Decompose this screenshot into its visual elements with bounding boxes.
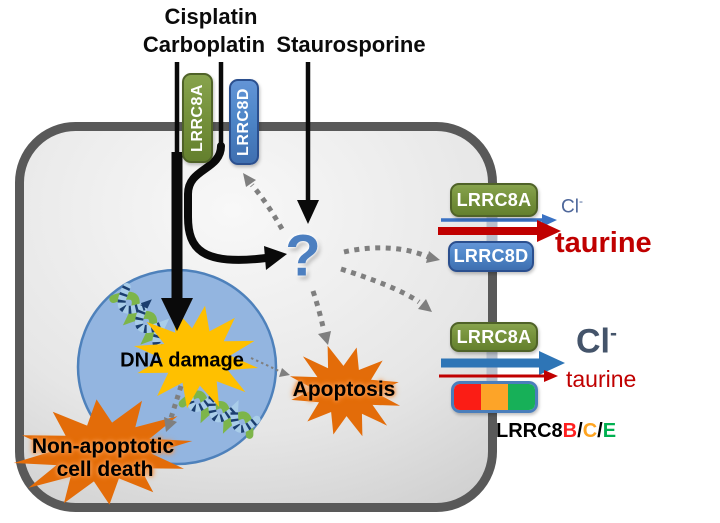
question-mark: ? [285, 223, 321, 289]
subunit-c: C [582, 420, 598, 442]
upper-transport-arrows [438, 214, 561, 242]
chloride-label-lower: Cl- [576, 322, 617, 361]
cisplatin-branch-arrow [184, 62, 287, 270]
cisplatin-label: Cisplatin [164, 4, 258, 29]
lrrc8a-lower-label: LRRC8A [456, 326, 532, 347]
cisplatin-dna-arrow [161, 62, 193, 331]
taurine-label-lower: taurine [566, 366, 637, 392]
subunit-b-segment [454, 384, 481, 410]
subunit-prefix: LRRC8 [496, 420, 563, 442]
dashed-arrow-to-lrrc8d-apical [250, 183, 285, 231]
chloride-label-upper: Cl- [561, 194, 583, 218]
chloride-charge-upper: - [578, 194, 583, 208]
lrrc8a-channel-upper: LRRC8A [450, 183, 538, 217]
lrrc8d-channel-upper: LRRC8D [448, 241, 534, 272]
lrrc8d-upper-label: LRRC8D [453, 246, 529, 266]
lrrc8a-channel-lower: LRRC8A [450, 322, 538, 352]
lrrc8bce-channel [451, 381, 538, 413]
dashed-arrow-to-lower-complex [340, 266, 421, 305]
dotted-arrow-dna-to-apoptosis [250, 357, 280, 372]
staurosporine-arrow [297, 62, 319, 224]
carboplatin-label: Carboplatin [142, 32, 266, 57]
subunit-b: B [562, 420, 578, 442]
taurine-label-upper: taurine [555, 227, 652, 259]
lrrc8a-apical-label: LRRC8A [188, 84, 206, 152]
chloride-symbol-lower: Cl [576, 322, 610, 361]
subunit-sep2: / [597, 420, 603, 442]
lrrc8bce-label: LRRC8B/C/E [496, 420, 616, 443]
non-apoptotic-label-line2: cell death [56, 458, 154, 481]
chloride-symbol-upper: Cl [561, 196, 579, 218]
dashed-arrow-to-apoptosis [310, 290, 327, 332]
lrrc8d-channel-apical: LRRC8D [229, 79, 259, 165]
subunit-c-segment [481, 384, 508, 410]
chloride-charge-lower: - [610, 322, 617, 345]
subunit-e-segment [508, 384, 535, 410]
dashed-arrows [164, 173, 440, 432]
lower-transport-arrows [439, 351, 565, 382]
apoptosis-label: Apoptosis [292, 378, 396, 401]
dashed-arrow-to-upper-complex [343, 245, 430, 260]
dna-damage-label: DNA damage [120, 349, 244, 372]
lrrc8a-channel-apical: LRRC8A [182, 73, 213, 163]
lrrc8d-apical-label: LRRC8D [235, 88, 253, 156]
subunit-sep1: / [577, 420, 583, 442]
staurosporine-label: Staurosporine [276, 32, 426, 57]
subunit-e: E [602, 420, 617, 442]
non-apoptotic-label-line1: Non-apoptotic [31, 435, 175, 458]
lrrc8a-upper-label: LRRC8A [456, 189, 532, 210]
